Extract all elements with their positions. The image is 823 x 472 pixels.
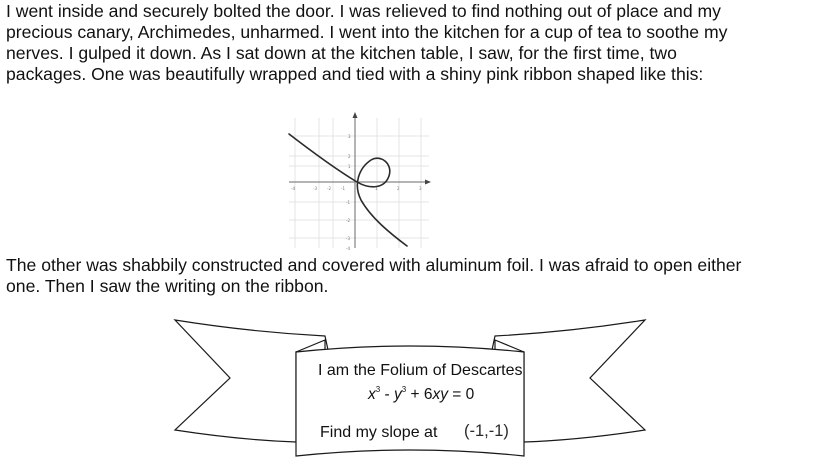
x-tick-label: -4 <box>291 186 295 191</box>
x-tick-label: -2 <box>327 186 331 191</box>
equation-minus: - <box>380 386 394 403</box>
story-paragraph-2: The other was shabbily constructed and c… <box>6 255 818 297</box>
folium-graph: -4 -3 -2 -1 1 2 3 3 2 1 -1 -2 -3 -4 <box>288 112 431 251</box>
folium-equation: x3 - y3 + 6xy = 0 <box>368 385 474 404</box>
equation-exponent: 3 <box>401 385 407 394</box>
ribbon-title: I am the Folium of Descartes <box>318 362 523 379</box>
y-tick-label: 3 <box>348 134 351 139</box>
find-slope-label: Find my slope at <box>320 424 438 441</box>
equation-x: x <box>368 386 376 403</box>
equation-rest: = 0 <box>447 386 475 403</box>
x-tick-label: 1 <box>375 186 378 191</box>
y-tick-label: -1 <box>346 200 350 205</box>
paragraph-line: packages. One was beautifully wrapped an… <box>6 64 704 84</box>
x-tick-label: 3 <box>419 186 422 191</box>
equation-y: y <box>393 386 402 403</box>
story-paragraph-1: I went inside and securely bolted the do… <box>6 1 818 85</box>
y-axis-arrow <box>352 112 358 118</box>
ribbon-center-band <box>295 345 525 457</box>
equation-exponent: 3 <box>375 385 381 394</box>
y-tick-label: -4 <box>346 246 350 251</box>
paragraph-line: nerves. I gulped it down. As I sat down … <box>6 43 677 63</box>
equation-xy: xy <box>432 386 448 403</box>
paragraph-line: I went inside and securely bolted the do… <box>6 1 721 21</box>
ribbon-banner <box>173 319 647 457</box>
y-tick-label: 1 <box>348 164 351 169</box>
x-tick-label: -3 <box>313 186 317 191</box>
y-tick-label: 2 <box>348 154 351 159</box>
x-tick-label: -1 <box>341 186 345 191</box>
paragraph-line: precious canary, Archimedes, unharmed. I… <box>6 22 728 42</box>
paragraph-line: one. Then I saw the writing on the ribbo… <box>6 276 329 296</box>
slope-point: (-1,-1) <box>464 422 509 440</box>
x-axis-arrow <box>425 179 431 185</box>
equation-plus: + 6 <box>406 386 433 403</box>
folium-curve <box>288 133 408 247</box>
x-tick-label: 2 <box>397 186 400 191</box>
paragraph-line: The other was shabbily constructed and c… <box>6 255 742 275</box>
y-tick-label: -2 <box>346 218 350 223</box>
graph-grid <box>289 118 429 248</box>
y-tick-label: -3 <box>346 236 350 241</box>
